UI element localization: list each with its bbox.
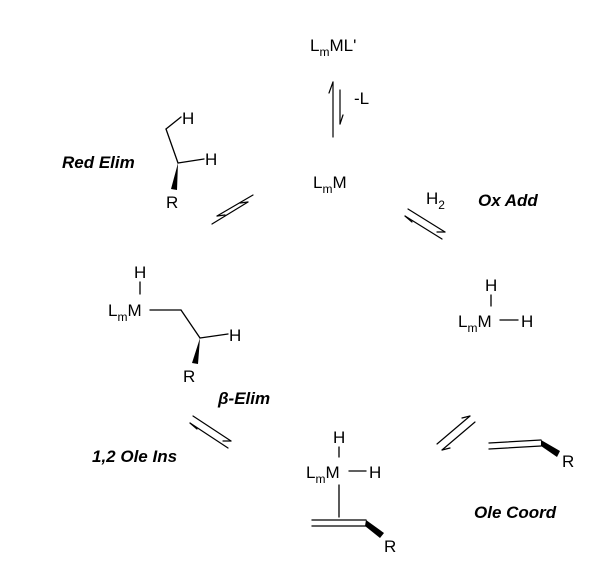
alkyl-hydride-species: H LmM H R	[108, 263, 241, 386]
olefin-complex-r: R	[384, 537, 396, 556]
svg-text:LmM: LmM	[458, 312, 492, 335]
ole-ins-label: 1,2 Ole Ins	[92, 447, 177, 466]
olefin-complex-species: H LmM H R	[306, 428, 396, 556]
alkyl-hydride-h-right: H	[229, 326, 241, 345]
insertion-equilibrium-arrow	[189, 415, 232, 449]
ox-add-equilibrium-arrow	[404, 208, 446, 240]
lmm-species: LmM	[313, 173, 347, 196]
alkane-h-right: H	[205, 150, 217, 169]
alkane-r: R	[166, 193, 178, 212]
ole-coord-equilibrium-arrow	[436, 415, 476, 451]
svg-text:LmM: LmM	[108, 301, 142, 324]
svg-text:LmM: LmM	[313, 173, 347, 196]
ole-coord-label: Ole Coord	[474, 503, 557, 522]
olefin-complex-h-right: H	[369, 463, 381, 482]
dihydride-species: H LmM H	[458, 276, 533, 335]
red-elim-label: Red Elim	[62, 153, 135, 172]
alkyl-hydride-h-top: H	[134, 263, 146, 282]
h2-reagent: H2	[426, 189, 445, 212]
ox-add-label: Ox Add	[478, 191, 538, 210]
free-olefin-r: R	[562, 452, 574, 471]
dihydride-h-right: H	[521, 312, 533, 331]
alkane-product: H H R	[165, 109, 217, 212]
alkane-h-top: H	[182, 109, 194, 128]
lmml-species: LmML'	[310, 36, 356, 59]
free-olefin: R	[488, 439, 574, 471]
dihydride-h-top: H	[485, 276, 497, 295]
beta-elim-label: β-Elim	[217, 389, 270, 408]
alkyl-hydride-r: R	[183, 367, 195, 386]
red-elim-equilibrium-arrow	[211, 194, 254, 225]
svg-text:LmML': LmML'	[310, 36, 356, 59]
olefin-complex-h-top: H	[333, 428, 345, 447]
minus-l-label: -L	[354, 89, 369, 108]
dissociation-equilibrium-arrow	[328, 81, 344, 138]
svg-text:LmM: LmM	[306, 463, 340, 486]
